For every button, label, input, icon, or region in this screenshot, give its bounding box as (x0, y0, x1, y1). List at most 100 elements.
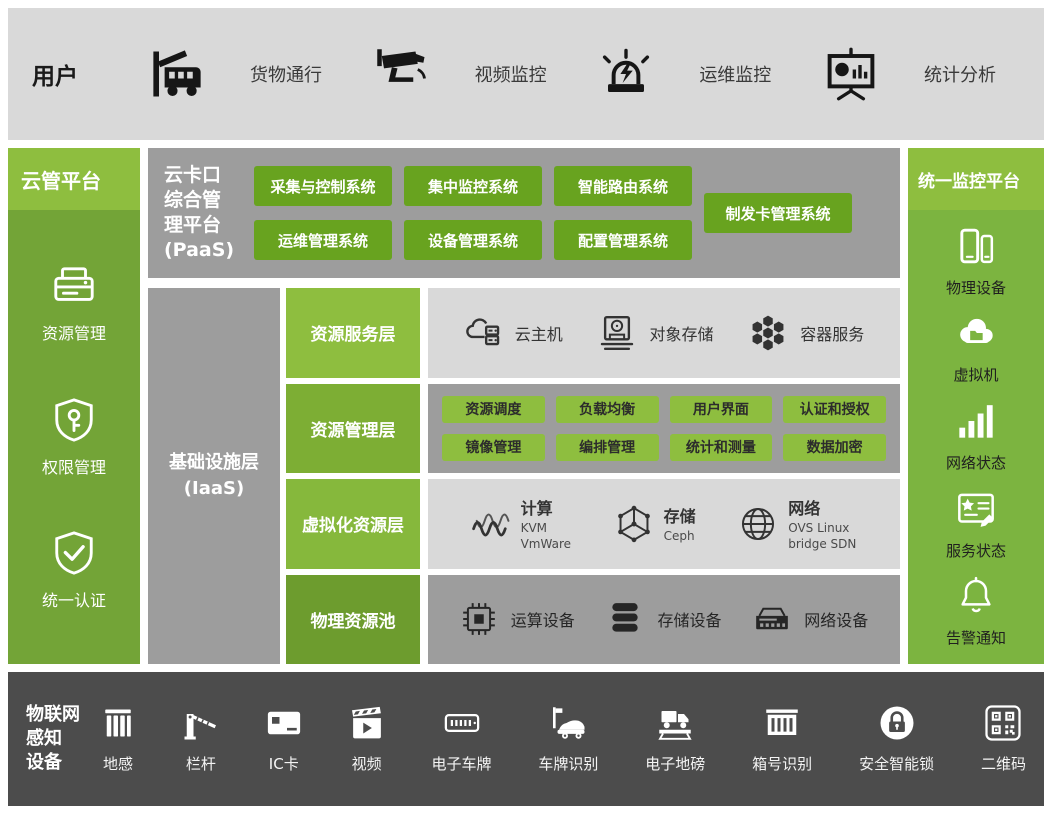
physical-pool-row: 物理资源池 运算设备 存储设备 (286, 574, 900, 664)
iot-item-ground-sensor: 地感 (100, 705, 136, 774)
virtual-item-subtitle: Ceph (663, 528, 695, 543)
virtual-item-title: 计算 (520, 499, 553, 519)
user-item-label: 视频监控 (474, 65, 547, 86)
weighbridge-icon (657, 705, 693, 741)
ic-card-icon (266, 705, 302, 741)
monitor-item-network-status: 网络状态 (946, 401, 1006, 473)
shield-check-icon (51, 530, 97, 576)
chip-resource-schedule: 资源调度 (442, 395, 545, 423)
cloud-item-unified-auth: 统一认证 (42, 530, 106, 611)
side-item-label: 服务状态 (945, 541, 1006, 560)
monitor-item-service-status: 服务状态 (946, 489, 1006, 561)
user-layer-items: 货物通行 视频监控 运维监控 统计分析 (150, 47, 1020, 101)
chip-user-interface: 用户界面 (669, 395, 773, 423)
cloud-platform-column: 云管平台 资源管理 权限管理 统一认证 (8, 148, 140, 664)
service-item-label: 对象存储 (649, 324, 714, 344)
virtual-item-compute: 计算 KVM VmWare (472, 495, 571, 552)
chip-orchestration: 编排管理 (555, 433, 659, 461)
virtual-item-title: 网络 (788, 499, 821, 519)
license-plate-icon (444, 705, 480, 741)
qr-code-icon (985, 705, 1021, 741)
iot-item-plate-recognition: 车牌识别 (538, 705, 598, 774)
user-item-ops-monitor: 运维监控 (599, 47, 771, 101)
monitor-platform-body: 物理设备 虚拟机 网络状态 服务状态 告警通知 (908, 210, 1044, 664)
database-icon (606, 600, 644, 638)
manage-chips: 资源调度 负载均衡 用户界面 认证和授权 镜像管理 编排管理 统计和测量 数据加 (428, 395, 900, 461)
iot-item-label: 车牌识别 (538, 754, 599, 773)
service-card-icon (956, 489, 996, 529)
globe-network-icon (739, 505, 777, 543)
paas-system-card-issuing: 制发卡管理系统 (704, 193, 852, 233)
paas-title: 云卡口综合管理平台(PaaS) (164, 163, 235, 262)
iot-item-label: 地感 (102, 754, 133, 773)
side-item-label: 物理设备 (945, 278, 1006, 297)
virtual-item-text: 存储 Ceph (664, 503, 696, 545)
iot-item-label: 安全智能锁 (859, 754, 935, 773)
side-item-label: 告警通知 (945, 629, 1006, 648)
iot-item-video: 视频 (349, 705, 385, 774)
iot-item-label: 电子地磅 (645, 754, 706, 773)
container-icon (764, 705, 800, 741)
physical-item-label: 运算设备 (510, 611, 575, 631)
cctv-camera-icon (375, 47, 429, 101)
iot-item-label: 视频 (351, 754, 382, 773)
monitor-item-physical-device: 物理设备 (946, 226, 1006, 298)
iot-bar-title: 物联网 感知 设备 (26, 703, 80, 774)
padlock-icon (879, 705, 915, 741)
iot-item-label: 二维码 (980, 754, 1026, 773)
plate-camera-icon (550, 705, 586, 741)
iot-device-bar: 物联网 感知 设备 地感 栏杆 IC卡 视频 电子车牌 (8, 672, 1044, 806)
chip-load-balance: 负载均衡 (555, 395, 659, 423)
virtual-item-subtitle: KVM VmWare (520, 521, 571, 551)
user-item-label: 货物通行 (250, 65, 322, 86)
service-item-container-service: 容器服务 (749, 314, 864, 352)
cloud-item-resource-manage: 资源管理 (42, 263, 106, 344)
bell-icon (956, 576, 996, 616)
virtual-item-storage: 存储 Ceph (615, 503, 696, 545)
physical-item-network-device: 网络设备 (753, 600, 868, 638)
hexagon-network-icon (615, 505, 653, 543)
network-switch-icon (753, 600, 791, 638)
virtual-item-title: 存储 (663, 506, 696, 526)
user-layer-title: 用户 (32, 64, 78, 90)
iaas-section: 基础设施层(IaaS) 资源服务层 云主机 对象存储 (148, 288, 900, 664)
hexagon-cluster-icon (749, 314, 787, 352)
iot-item-ic-card: IC卡 (266, 705, 302, 774)
physical-item-label: 网络设备 (804, 611, 869, 631)
chip-stats-metering: 统计和测量 (669, 433, 773, 461)
truck-gate-icon (150, 47, 204, 101)
physical-pool-label: 物理资源池 (286, 574, 420, 664)
virtual-layer-row: 虚拟化资源层 计算 KVM VmWare (286, 479, 900, 569)
iot-item-container-id: 箱号识别 (752, 705, 812, 774)
iot-item-label: 箱号识别 (752, 754, 813, 773)
side-item-label: 资源管理 (41, 323, 106, 343)
cloud-platform-body: 资源管理 权限管理 统一认证 (8, 210, 140, 664)
resource-manage-layer-panel: 资源调度 负载均衡 用户界面 认证和授权 镜像管理 编排管理 统计和测量 数据加 (428, 383, 900, 473)
resource-service-layer-label: 资源服务层 (286, 288, 420, 378)
object-storage-icon (598, 314, 636, 352)
iot-item-smart-lock: 安全智能锁 (859, 705, 934, 774)
user-item-label: 统计分析 (923, 65, 996, 86)
side-item-label: 权限管理 (41, 457, 106, 477)
cloud-platform-title: 云管平台 (8, 148, 140, 210)
barrier-gate-icon (183, 705, 219, 741)
user-item-statistics: 统计分析 (824, 47, 996, 101)
chip-image-manage: 镜像管理 (442, 433, 545, 461)
service-item-cloud-host: 云主机 (464, 314, 563, 352)
virtual-layer-label: 虚拟化资源层 (286, 479, 420, 569)
iot-item-weighbridge: 电子地磅 (645, 705, 705, 774)
cloud-server-icon (464, 314, 502, 352)
user-item-cargo-pass: 货物通行 (150, 47, 322, 101)
iot-item-label: IC卡 (268, 754, 299, 773)
paas-system-ops-manage: 运维管理系统 (254, 220, 392, 260)
virtual-layer-panel: 计算 KVM VmWare 存储 Ceph (428, 479, 900, 569)
physical-item-storage-device: 存储设备 (606, 600, 722, 638)
virtual-item-text: 计算 KVM VmWare (521, 495, 571, 552)
cpu-chip-icon (460, 600, 498, 638)
signal-bars-icon (956, 401, 996, 441)
cloud-vm-icon (956, 313, 996, 353)
paas-system-device-manage: 设备管理系统 (404, 220, 542, 260)
paas-system-smart-routing: 智能路由系统 (554, 166, 692, 206)
paas-system-collect-control: 采集与控制系统 (254, 166, 392, 206)
service-item-label: 容器服务 (800, 324, 865, 344)
